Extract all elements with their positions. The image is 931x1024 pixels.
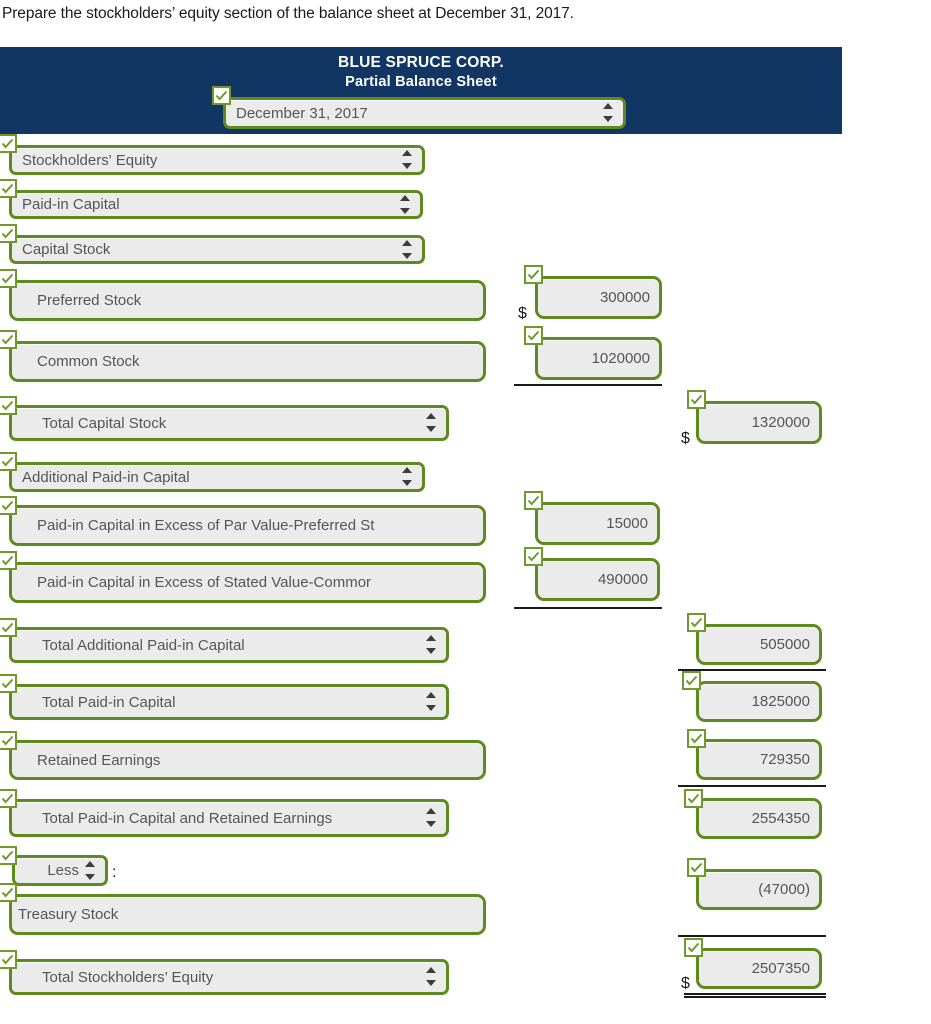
check-icon-row-2	[0, 224, 17, 243]
row-15-account-select[interactable]: Total Stockholders’ Equity	[9, 959, 449, 995]
row-3-account-input[interactable]: Preferred Stock	[9, 280, 486, 321]
subtotal-rule-total-paid-in	[678, 669, 826, 671]
row-10-amount-input[interactable]: 1825000	[696, 681, 822, 722]
dollar-sign-total-equity: $	[681, 975, 690, 992]
subtotal-rule-total-equity	[678, 935, 826, 937]
row-0-account-select[interactable]: Stockholders' Equity	[9, 145, 425, 175]
question-prompt: Prepare the stockholders’ equity section…	[2, 5, 574, 22]
row-5-amount-input[interactable]: 1320000	[696, 401, 822, 444]
row-11-account-input[interactable]: Retained Earnings	[9, 740, 486, 780]
check-icon-row-1	[0, 179, 17, 198]
row-9-amount-input[interactable]: 505000	[696, 624, 822, 665]
check-icon-row-9	[0, 618, 17, 637]
check-icon-amount-total-pic-re	[684, 789, 703, 808]
check-icon-row-6	[0, 452, 17, 471]
chevron-updown-icon[interactable]	[422, 630, 440, 660]
check-icon-row-13	[0, 846, 17, 865]
statement-name: Partial Balance Sheet	[345, 74, 497, 90]
chevron-updown-icon[interactable]	[599, 100, 617, 126]
check-icon-amount-total-pic	[682, 671, 701, 690]
check-icon-amount-retained-earnings	[687, 729, 706, 748]
grand-total-double-rule	[684, 993, 826, 998]
subtotal-rule-additional-paid-in	[514, 607, 662, 609]
chevron-updown-icon[interactable]	[422, 687, 440, 717]
chevron-updown-icon[interactable]	[422, 962, 440, 992]
row-14-account-input[interactable]: Treasury Stock	[9, 894, 486, 935]
row-12-account-select[interactable]: Total Paid-in Capital and Retained Earni…	[9, 799, 449, 837]
row-6-account-select[interactable]: Additional Paid-in Capital	[9, 462, 425, 492]
check-icon-amount-total-stockholders-equity	[684, 938, 703, 957]
check-icon-row-0	[0, 134, 17, 153]
row-14-amount-input[interactable]: (47000)	[696, 869, 822, 910]
check-icon-row-10	[0, 674, 17, 693]
subtotal-rule-retained-earnings	[678, 785, 826, 787]
check-icon-row-15	[0, 950, 17, 969]
check-icon-amount-total-apic	[687, 613, 706, 632]
less-colon: :	[112, 864, 117, 881]
check-icon-row-12	[0, 789, 17, 808]
row-15-amount-input[interactable]: 2507350	[696, 948, 822, 989]
row-7-amount-input[interactable]: 15000	[535, 502, 660, 545]
row-13-less-select[interactable]: Less	[12, 855, 108, 886]
company-name: BLUE SPRUCE CORP.	[338, 54, 504, 71]
row-11-amount-input[interactable]: 729350	[696, 739, 822, 780]
check-icon-row-7	[0, 496, 17, 515]
row-12-amount-input[interactable]: 2554350	[696, 798, 822, 839]
chevron-updown-icon[interactable]	[398, 148, 416, 172]
check-icon-row-11	[0, 731, 17, 750]
check-icon-row-14	[0, 883, 17, 902]
check-icon-row-4	[0, 330, 17, 349]
row-2-account-select[interactable]: Capital Stock	[9, 235, 425, 264]
date-select[interactable]: December 31, 2017	[223, 97, 626, 129]
check-icon-row-3	[0, 269, 17, 288]
dollar-sign-preferred: $	[518, 305, 527, 322]
row-8-account-input[interactable]: Paid-in Capital in Excess of Stated Valu…	[9, 562, 486, 603]
check-icon-row-5	[0, 396, 17, 415]
chevron-updown-icon[interactable]	[422, 408, 440, 438]
check-icon-amount-preferred-stock	[524, 265, 543, 284]
check-icon-row-8	[0, 551, 17, 570]
check-icon-amount-pic-common	[524, 547, 543, 566]
chevron-updown-icon[interactable]	[422, 802, 440, 834]
chevron-updown-icon[interactable]	[398, 465, 416, 489]
chevron-updown-icon[interactable]	[398, 238, 416, 261]
row-4-amount-input[interactable]: 1020000	[535, 337, 662, 380]
row-7-account-input[interactable]: Paid-in Capital in Excess of Par Value-P…	[9, 505, 486, 546]
chevron-updown-icon[interactable]	[81, 858, 99, 883]
row-9-account-select[interactable]: Total Additional Paid-in Capital	[9, 627, 449, 663]
row-3-amount-input[interactable]: 300000	[535, 276, 662, 319]
check-icon-amount-total-capital-stock	[687, 390, 706, 409]
check-icon-date	[212, 86, 231, 105]
check-icon-amount-treasury-stock	[687, 858, 706, 877]
chevron-updown-icon[interactable]	[396, 193, 414, 216]
subtotal-rule-capital-stock	[514, 384, 662, 386]
check-icon-amount-common-stock	[524, 326, 543, 345]
row-8-amount-input[interactable]: 490000	[535, 558, 660, 601]
row-10-account-select[interactable]: Total Paid-in Capital	[9, 684, 449, 720]
row-5-account-select[interactable]: Total Capital Stock	[9, 405, 449, 441]
row-4-account-input[interactable]: Common Stock	[9, 341, 486, 382]
check-icon-amount-pic-preferred	[524, 491, 543, 510]
row-1-account-select[interactable]: Paid-in Capital	[9, 190, 423, 219]
dollar-sign-total-capital-stock: $	[681, 430, 690, 447]
